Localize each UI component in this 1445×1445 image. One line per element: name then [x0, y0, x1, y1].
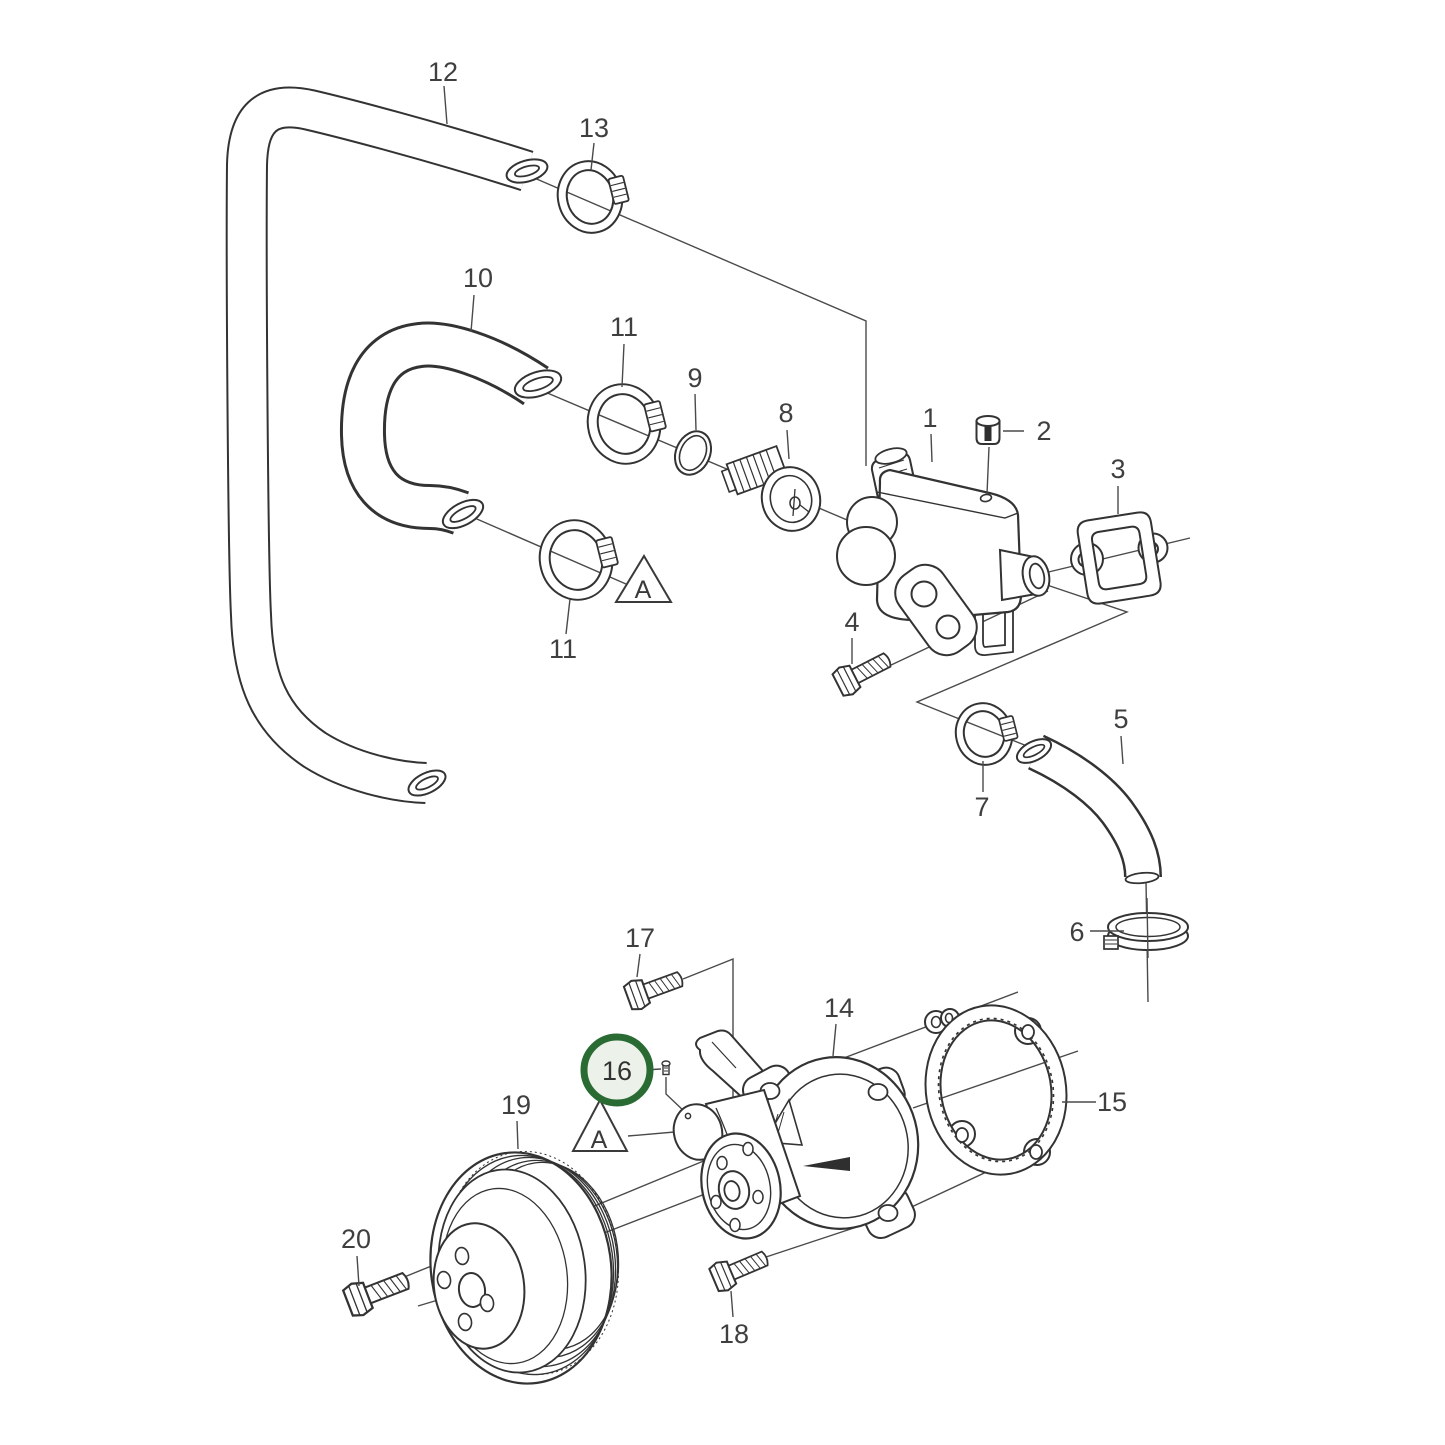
- pulley-19: [429, 1150, 620, 1385]
- callout-19[interactable]: 19: [501, 1090, 531, 1120]
- hose-clamp-11-lower: [538, 519, 619, 601]
- callout-7[interactable]: 7: [974, 792, 989, 822]
- detail-marker-a-lower: A: [571, 1097, 629, 1154]
- hose-12: [225, 86, 549, 804]
- callout-3[interactable]: 3: [1110, 454, 1125, 484]
- hose-10: [339, 321, 563, 535]
- thermostat-8: [720, 444, 822, 532]
- screw-16: [661, 1060, 671, 1076]
- callout-18[interactable]: 18: [719, 1319, 749, 1349]
- bolt-18: [707, 1242, 774, 1295]
- callout-9[interactable]: 9: [687, 363, 702, 393]
- leader-lines: [356, 85, 1124, 1318]
- callout-10[interactable]: 10: [463, 263, 493, 293]
- bolt-17: [621, 963, 688, 1014]
- callout-14[interactable]: 14: [824, 993, 854, 1023]
- callout-6[interactable]: 6: [1069, 917, 1084, 947]
- highlight-circle-16[interactable]: 16: [580, 1033, 654, 1107]
- callout-8[interactable]: 8: [778, 398, 793, 428]
- thermostat-housing-1: [836, 447, 1051, 657]
- callout-15[interactable]: 15: [1097, 1087, 1127, 1117]
- callout-17[interactable]: 17: [625, 923, 655, 953]
- callout-labels: 12 13 10 11 11 9 8 1 2 3 4 5 7 6 17 14 1…: [341, 57, 1129, 1349]
- callout-12[interactable]: 12: [428, 57, 458, 87]
- callout-1[interactable]: 1: [922, 403, 937, 433]
- detail-marker-letter: A: [591, 1126, 608, 1154]
- water-pump-14: [672, 1029, 920, 1240]
- bolt-4: [830, 644, 897, 700]
- callout-5[interactable]: 5: [1113, 704, 1128, 734]
- callout-4[interactable]: 4: [844, 607, 859, 637]
- detail-marker-letter: A: [635, 576, 652, 604]
- callout-16[interactable]: 16: [602, 1056, 632, 1086]
- callout-11-upper[interactable]: 11: [610, 312, 638, 342]
- hose-clamp-11-upper: [586, 383, 667, 465]
- callout-20[interactable]: 20: [341, 1224, 371, 1254]
- callout-13[interactable]: 13: [579, 113, 609, 143]
- hose-clamp-7: [954, 702, 1019, 766]
- callout-2[interactable]: 2: [1036, 416, 1051, 446]
- detail-marker-a-upper: A: [614, 554, 673, 604]
- hose-clamp-6: [1103, 897, 1189, 959]
- hose-5: [1015, 734, 1162, 885]
- gasket-3: [1069, 511, 1169, 605]
- gasket-15: [924, 1004, 1068, 1176]
- o-ring-9: [673, 430, 713, 476]
- callout-11-lower[interactable]: 11: [549, 634, 577, 664]
- bolt-20: [340, 1263, 415, 1320]
- hose-clamp-13: [556, 160, 630, 234]
- plug-2: [975, 415, 1001, 495]
